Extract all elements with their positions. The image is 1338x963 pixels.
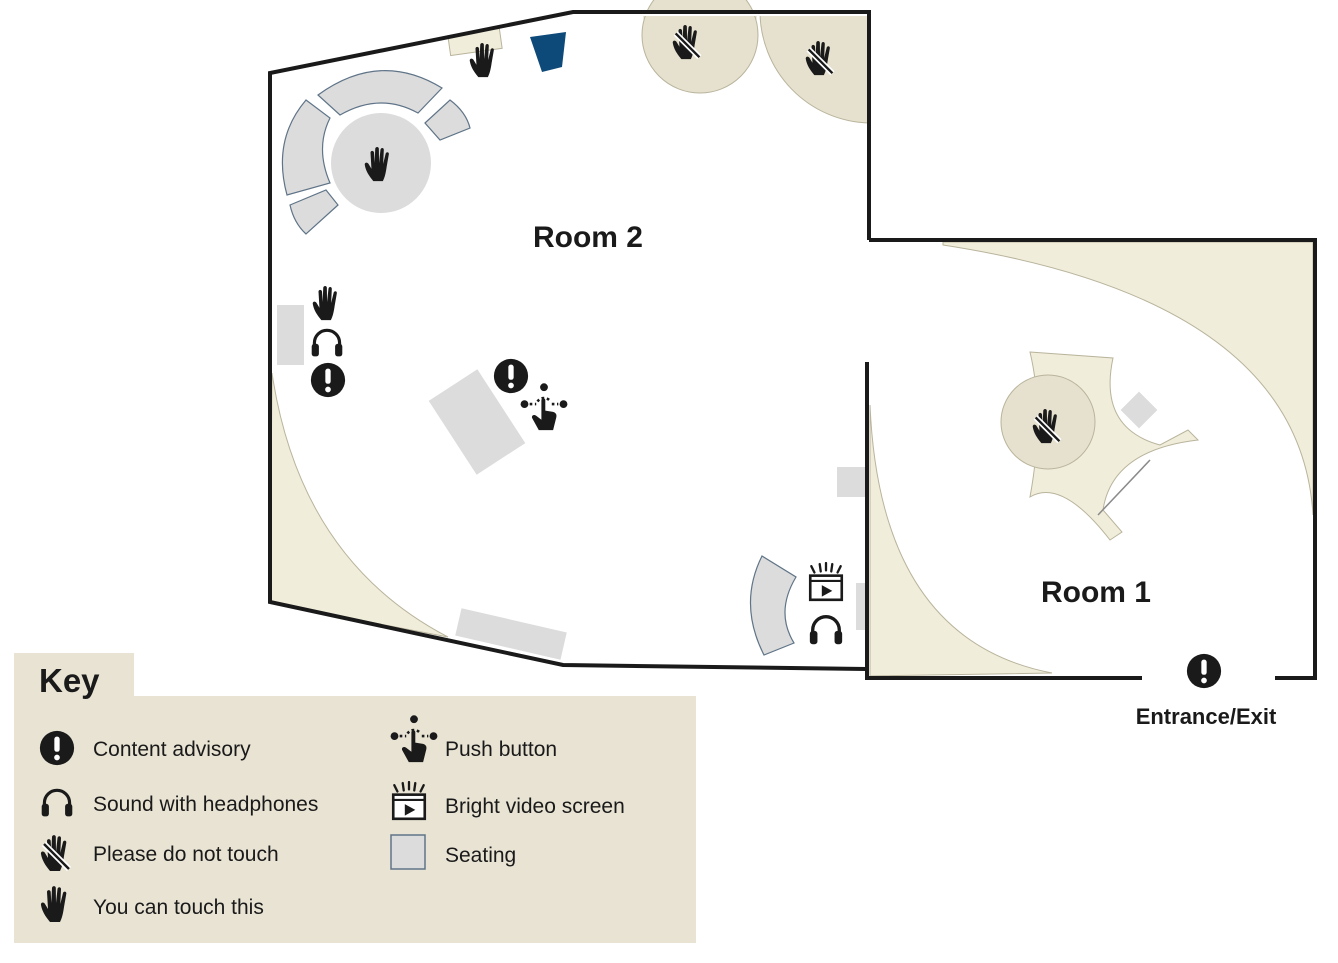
seating-block-wall <box>856 583 866 630</box>
room-1-label: Room 1 <box>1041 576 1151 609</box>
central-pod-display <box>1000 351 1200 541</box>
room-2-label: Room 2 <box>533 221 643 254</box>
room-1-wall-top-right <box>869 238 1317 680</box>
key-item-label: You can touch this <box>93 896 264 919</box>
key-item-content-advisory: Content advisory <box>39 730 251 766</box>
key-item-label: Please do not touch <box>93 843 279 866</box>
room-1-wall-left-bottom <box>865 362 1142 680</box>
content-advisory-icon <box>493 358 529 394</box>
key-item-label: Content advisory <box>93 738 251 761</box>
projector-unit <box>530 32 566 72</box>
entrance-exit-label: Entrance/Exit <box>1136 704 1277 729</box>
display-case-left-wall <box>869 404 1053 677</box>
key-item-push-button: Push button <box>389 714 557 764</box>
content-advisory-icon <box>310 362 346 398</box>
push-button-icon <box>519 382 569 432</box>
key-title: Key <box>39 662 100 699</box>
seating-bench-center <box>428 369 526 475</box>
touch-icon <box>312 286 337 321</box>
key-item-label: Seating <box>445 844 516 867</box>
seating-arc-top-left <box>281 70 471 235</box>
bright-video-screen-icon <box>808 562 844 602</box>
room-2-wall <box>268 10 871 671</box>
display-plinth-corner-1 <box>641 0 759 94</box>
map-key: Key Content advisory Sound with headphon… <box>14 653 696 943</box>
key-item-headphones: Sound with headphones <box>40 788 318 819</box>
seating-bench-left <box>277 305 304 365</box>
seating-arc-bottom-right <box>749 555 797 656</box>
key-item-label: Bright video screen <box>445 795 625 818</box>
key-item-label: Push button <box>445 738 557 761</box>
headphones-icon <box>310 328 344 359</box>
key-item-do-not-touch: Please do not touch <box>41 835 279 871</box>
key-item-touch: You can touch this <box>40 886 264 922</box>
seating-bench-bottom <box>455 608 567 660</box>
key-item-bright-video-screen: Bright video screen <box>391 781 625 821</box>
key-item-seating: Seating <box>390 834 516 870</box>
display-case-right-wall <box>942 241 1314 516</box>
room-2-area <box>268 0 871 671</box>
seating-block-doorway <box>837 467 865 497</box>
key-item-label: Sound with headphones <box>93 793 318 816</box>
display-case-left <box>269 372 449 638</box>
headphones-icon <box>808 614 844 646</box>
content-advisory-icon <box>39 730 75 766</box>
room-1-area <box>865 238 1317 680</box>
entrance-advisory-icon <box>1186 653 1222 689</box>
seating-icon <box>390 834 426 870</box>
